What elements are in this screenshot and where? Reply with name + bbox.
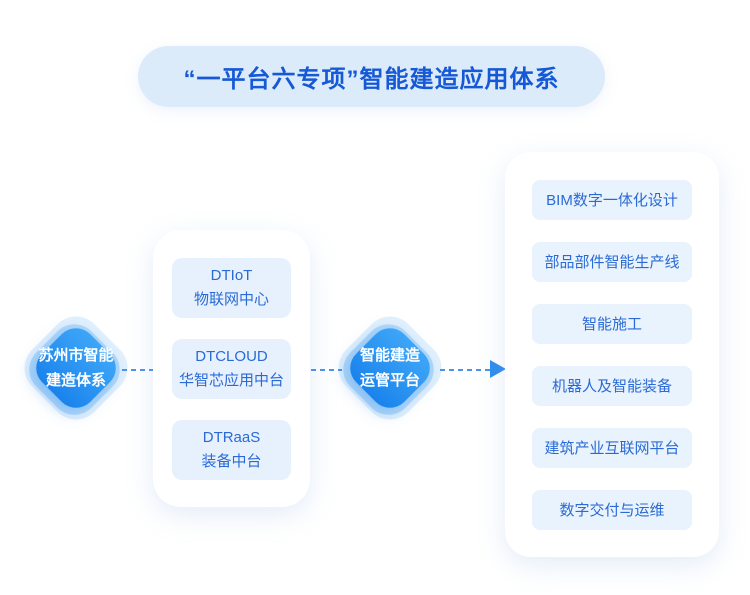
dashed-connector-middle [311,369,342,371]
dashed-connector-right [440,369,490,371]
platform-item-dtcloud: DTCLOUD 华智芯应用中台 [172,338,291,399]
node-suzhou-system: 苏州市智能 建造体系 [13,305,139,431]
node-operation-platform: 智能建造 运管平台 [327,305,453,431]
special-item-label: 智能施工 [581,316,642,333]
node-label: 苏州市智能 建造体系 [28,320,124,416]
special-item-bim-design: BIM数字一体化设计 [532,179,692,220]
special-item-industry-internet: 建筑产业互联网平台 [532,427,692,468]
platform-item-en: DTIoT [210,266,253,284]
special-item-smart-construction: 智能施工 [532,303,692,344]
specials-card: BIM数字一体化设计 部品部件智能生产线 智能施工 机器人及智能装备 建筑产业互… [505,152,719,557]
dashed-connector-left [122,369,153,371]
platform-item-en: DTCLOUD [195,347,268,365]
node-label-line1: 智能建造 [359,347,420,364]
special-item-label: 数字交付与运维 [559,502,665,519]
special-item-smart-production-line: 部品部件智能生产线 [532,241,692,282]
platform-item-zh: 华智芯应用中台 [178,371,284,389]
platform-card: DTIoT 物联网中心 DTCLOUD 华智芯应用中台 DTRaaS 装备中台 [153,230,310,507]
node-label-line1: 苏州市智能 [38,347,114,364]
node-label: 智能建造 运管平台 [342,320,438,416]
title-pill: “一平台六专项”智能建造应用体系 [138,46,605,107]
page-title: “一平台六专项”智能建造应用体系 [183,66,560,93]
platform-item-zh: 装备中台 [201,452,262,470]
arrow-right-icon [490,360,506,378]
special-item-label: 部品部件智能生产线 [544,254,680,271]
platform-item-zh: 物联网中心 [193,290,269,308]
special-item-digital-delivery: 数字交付与运维 [532,489,692,530]
platform-item-dtiot: DTIoT 物联网中心 [172,257,291,318]
special-item-label: 机器人及智能装备 [551,378,672,395]
special-item-label: 建筑产业互联网平台 [544,440,680,457]
node-label-line2: 建造体系 [45,372,106,389]
special-item-robots-equipment: 机器人及智能装备 [532,365,692,406]
platform-item-en: DTRaaS [202,428,261,446]
special-item-label: BIM数字一体化设计 [546,192,678,209]
node-label-line2: 运管平台 [359,372,420,389]
platform-item-dtraas: DTRaaS 装备中台 [172,419,291,480]
